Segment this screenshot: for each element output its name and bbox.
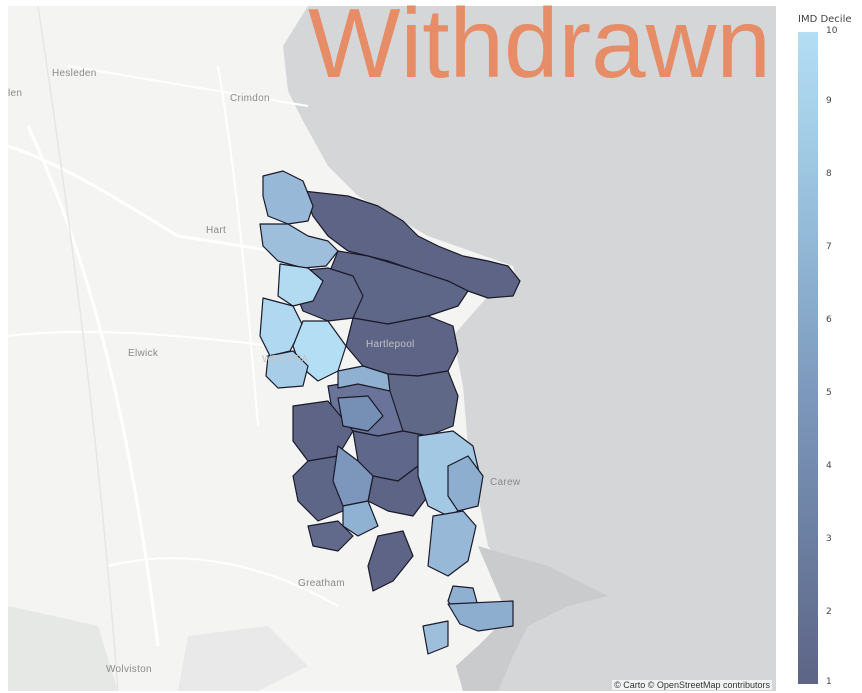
district <box>367 465 429 517</box>
district <box>262 170 314 225</box>
place-label-greatham: Greatham <box>298 578 345 589</box>
district <box>337 365 391 392</box>
place-label-elwick: Elwick <box>128 348 159 359</box>
district <box>427 510 477 577</box>
colorbar-tick-9: 9 <box>826 96 832 106</box>
colorbar-tick-4: 4 <box>826 461 832 471</box>
place-label-wolviston: Wolviston <box>106 664 152 675</box>
colorbar-tick-10: 10 <box>826 26 838 36</box>
road <box>107 557 339 607</box>
district <box>447 455 484 512</box>
place-label-hartlepool: Hartlepool <box>366 339 415 350</box>
district <box>265 350 309 389</box>
road <box>8 144 274 253</box>
district <box>342 500 379 537</box>
place-label-hesleden: Hesleden <box>52 68 97 79</box>
place-label-hart: Hart <box>206 225 227 236</box>
district <box>259 223 339 269</box>
estuary <box>456 546 608 691</box>
choropleth-map[interactable]: Hesleden len Crimdon Hart Elwick WEST PA… <box>8 6 776 691</box>
colorbar-tick-8: 8 <box>826 169 832 179</box>
road <box>8 330 274 347</box>
road <box>217 65 259 427</box>
withdrawn-watermark: Withdrawn <box>308 0 771 98</box>
district <box>307 520 354 552</box>
map-attribution[interactable]: © Carto © OpenStreetMap contributors <box>612 680 772 690</box>
road <box>67 65 309 107</box>
road <box>26 125 160 647</box>
district <box>302 190 521 299</box>
district <box>447 600 514 632</box>
colorbar-tick-5: 5 <box>826 388 832 398</box>
rail-line <box>37 6 119 691</box>
place-label-carew: Carew <box>490 477 521 488</box>
colorbar-tick-1: 1 <box>826 677 832 687</box>
place-label-west-park: WEST PA <box>262 354 309 365</box>
sea-area <box>283 6 776 691</box>
district-polygons <box>259 170 521 655</box>
park-area <box>178 626 308 691</box>
park-area <box>8 606 118 691</box>
district <box>337 395 384 432</box>
district <box>277 263 324 307</box>
place-label-len: len <box>8 88 23 99</box>
colorbar-tick-7: 7 <box>826 242 832 252</box>
colorbar-tick-2: 2 <box>826 607 832 617</box>
colorbar-tick-6: 6 <box>826 315 832 325</box>
district <box>422 620 449 655</box>
colorbar <box>798 32 818 684</box>
district <box>367 530 414 592</box>
map-canvas <box>8 6 776 691</box>
colorbar-tick-3: 3 <box>826 534 832 544</box>
place-label-crimdon: Crimdon <box>230 93 270 104</box>
colorbar-title: IMD Decile <box>798 14 852 25</box>
